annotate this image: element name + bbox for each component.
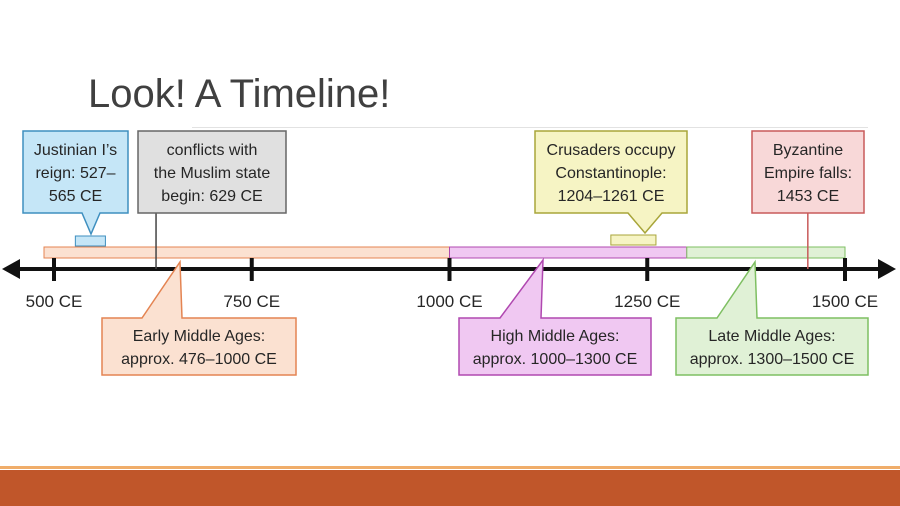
period-band-high: [449, 246, 688, 259]
callout-crusaders-box: [534, 130, 688, 235]
callout-late-middle-ages-box: [675, 259, 869, 376]
period-band-early: [43, 246, 450, 259]
callout-byzantine-box: [751, 130, 865, 214]
callout-muslim-conflict-text-line: the Muslim state: [154, 165, 271, 182]
period-band-late: [686, 246, 846, 259]
callout-early-middle-ages-text-line: Early Middle Ages:: [133, 328, 266, 345]
axis-tick-label-500: 500 CE: [26, 292, 83, 311]
callout-crusaders-text-line: Crusaders occupy: [547, 142, 676, 159]
callout-early-middle-ages: Early Middle Ages: approx. 476–1000 CE: [101, 259, 297, 376]
callout-justinian-text-line: reign: 527–: [35, 165, 115, 182]
footer-bar: [0, 470, 900, 506]
axis-left-arrow-icon: [2, 259, 20, 279]
callout-late-middle-ages: Late Middle Ages: approx. 1300–1500 CE: [675, 259, 869, 376]
callout-late-middle-ages-text-line: Late Middle Ages:: [708, 328, 835, 345]
callout-byzantine-text-line: Byzantine: [773, 142, 843, 159]
callout-high-middle-ages-box: [458, 257, 652, 376]
callout-muslim-conflict: conflicts with the Muslim state begin: 629…: [137, 130, 287, 214]
callout-muslim-conflict-text-line: begin: 629 CE: [161, 188, 262, 205]
callout-high-middle-ages: High Middle Ages: approx. 1000–1300 CE: [458, 257, 652, 376]
callout-justinian-text-line: Justinian I’s: [34, 142, 117, 159]
axis-tick-label-1000: 1000 CE: [416, 292, 482, 311]
callout-early-middle-ages-box: [101, 259, 297, 376]
callout-justinian-text-line: 565 CE: [49, 188, 102, 205]
callout-muslim-conflict-text-line: conflicts with: [167, 142, 258, 159]
slide-title: Look! A Timeline!: [88, 72, 391, 116]
callout-crusaders-text-line: Constantinople:: [555, 165, 666, 182]
callout-justinian: Justinian I’s reign: 527– 565 CE: [22, 130, 129, 236]
event-band-crusaders: [610, 234, 657, 246]
axis-tick-label-750: 750 CE: [223, 292, 280, 311]
callout-justinian-box: [22, 130, 129, 236]
callout-high-middle-ages-text-line: High Middle Ages:: [491, 328, 620, 345]
title-divider: [192, 127, 868, 128]
callout-late-middle-ages-text-line: approx. 1300–1500 CE: [690, 351, 855, 368]
axis-tick-label-1500: 1500 CE: [812, 292, 878, 311]
axis-right-arrow-icon: [878, 259, 896, 279]
axis-tick-label-1250: 1250 CE: [614, 292, 680, 311]
callout-early-middle-ages-text-line: approx. 476–1000 CE: [121, 351, 277, 368]
callout-muslim-conflict-box: [137, 130, 287, 214]
footer-accent-line: [0, 466, 900, 469]
callout-high-middle-ages-text-line: approx. 1000–1300 CE: [473, 351, 638, 368]
event-band-justinian: [74, 235, 106, 247]
callout-byzantine-text-line: 1453 CE: [777, 188, 839, 205]
callout-crusaders-text-line: 1204–1261 CE: [558, 188, 665, 205]
callout-byzantine-text-line: Empire falls:: [764, 165, 852, 182]
